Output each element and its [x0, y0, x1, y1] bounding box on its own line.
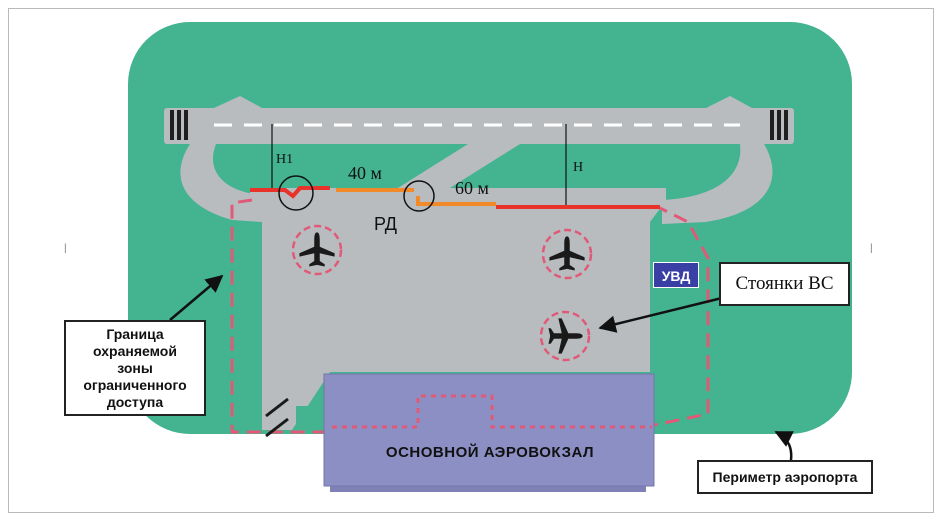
runway — [164, 108, 794, 144]
distance-60-label: 60 м — [455, 178, 489, 198]
connecting-taxiway — [250, 188, 666, 208]
terminal-restricted-line — [332, 394, 652, 429]
h1-distance-label: Н1 — [276, 152, 294, 167]
holding-line-orange-60 — [416, 196, 496, 206]
terminal-label: ОСНОВНОЙ АЭРОВОКЗАЛ — [385, 444, 595, 461]
taxiway-label: РД — [374, 214, 397, 234]
right-entry-taxiway — [706, 96, 752, 108]
left-entry-taxiway — [214, 96, 262, 108]
hotspot-circle-h1 — [278, 175, 314, 211]
stands-callout: Стоянки ВС — [719, 262, 850, 306]
zone-boundary-callout: Граница охраняемой зоны ограниченного до… — [64, 320, 206, 416]
aircraft-stand-2 — [541, 228, 593, 280]
stands-arrow — [598, 296, 723, 333]
right-taxiway-loop — [662, 144, 773, 224]
boundary-gate-bar-1 — [265, 397, 289, 418]
hotspot-circle-junction — [403, 180, 435, 212]
holding-line-red-left — [250, 186, 330, 199]
distance-40-label: 40 м — [348, 163, 382, 183]
edge-tick-right: | — [870, 243, 873, 254]
left-threshold-markings — [170, 110, 188, 140]
boundary-gate-bar-2 — [265, 417, 289, 438]
zone-boundary-arrow — [169, 274, 224, 321]
aircraft-stand-3 — [539, 310, 591, 362]
right-threshold-markings — [770, 110, 788, 140]
terminal-building — [323, 373, 655, 487]
uvd-badge: УВД — [653, 262, 699, 288]
apron — [262, 206, 662, 430]
edge-tick-left: | — [64, 243, 67, 254]
aircraft-stand-1 — [291, 224, 343, 276]
h-distance-label: Н — [573, 160, 584, 175]
perimeter-callout: Периметр аэропорта — [697, 460, 873, 494]
checkpoint-block — [296, 406, 320, 426]
